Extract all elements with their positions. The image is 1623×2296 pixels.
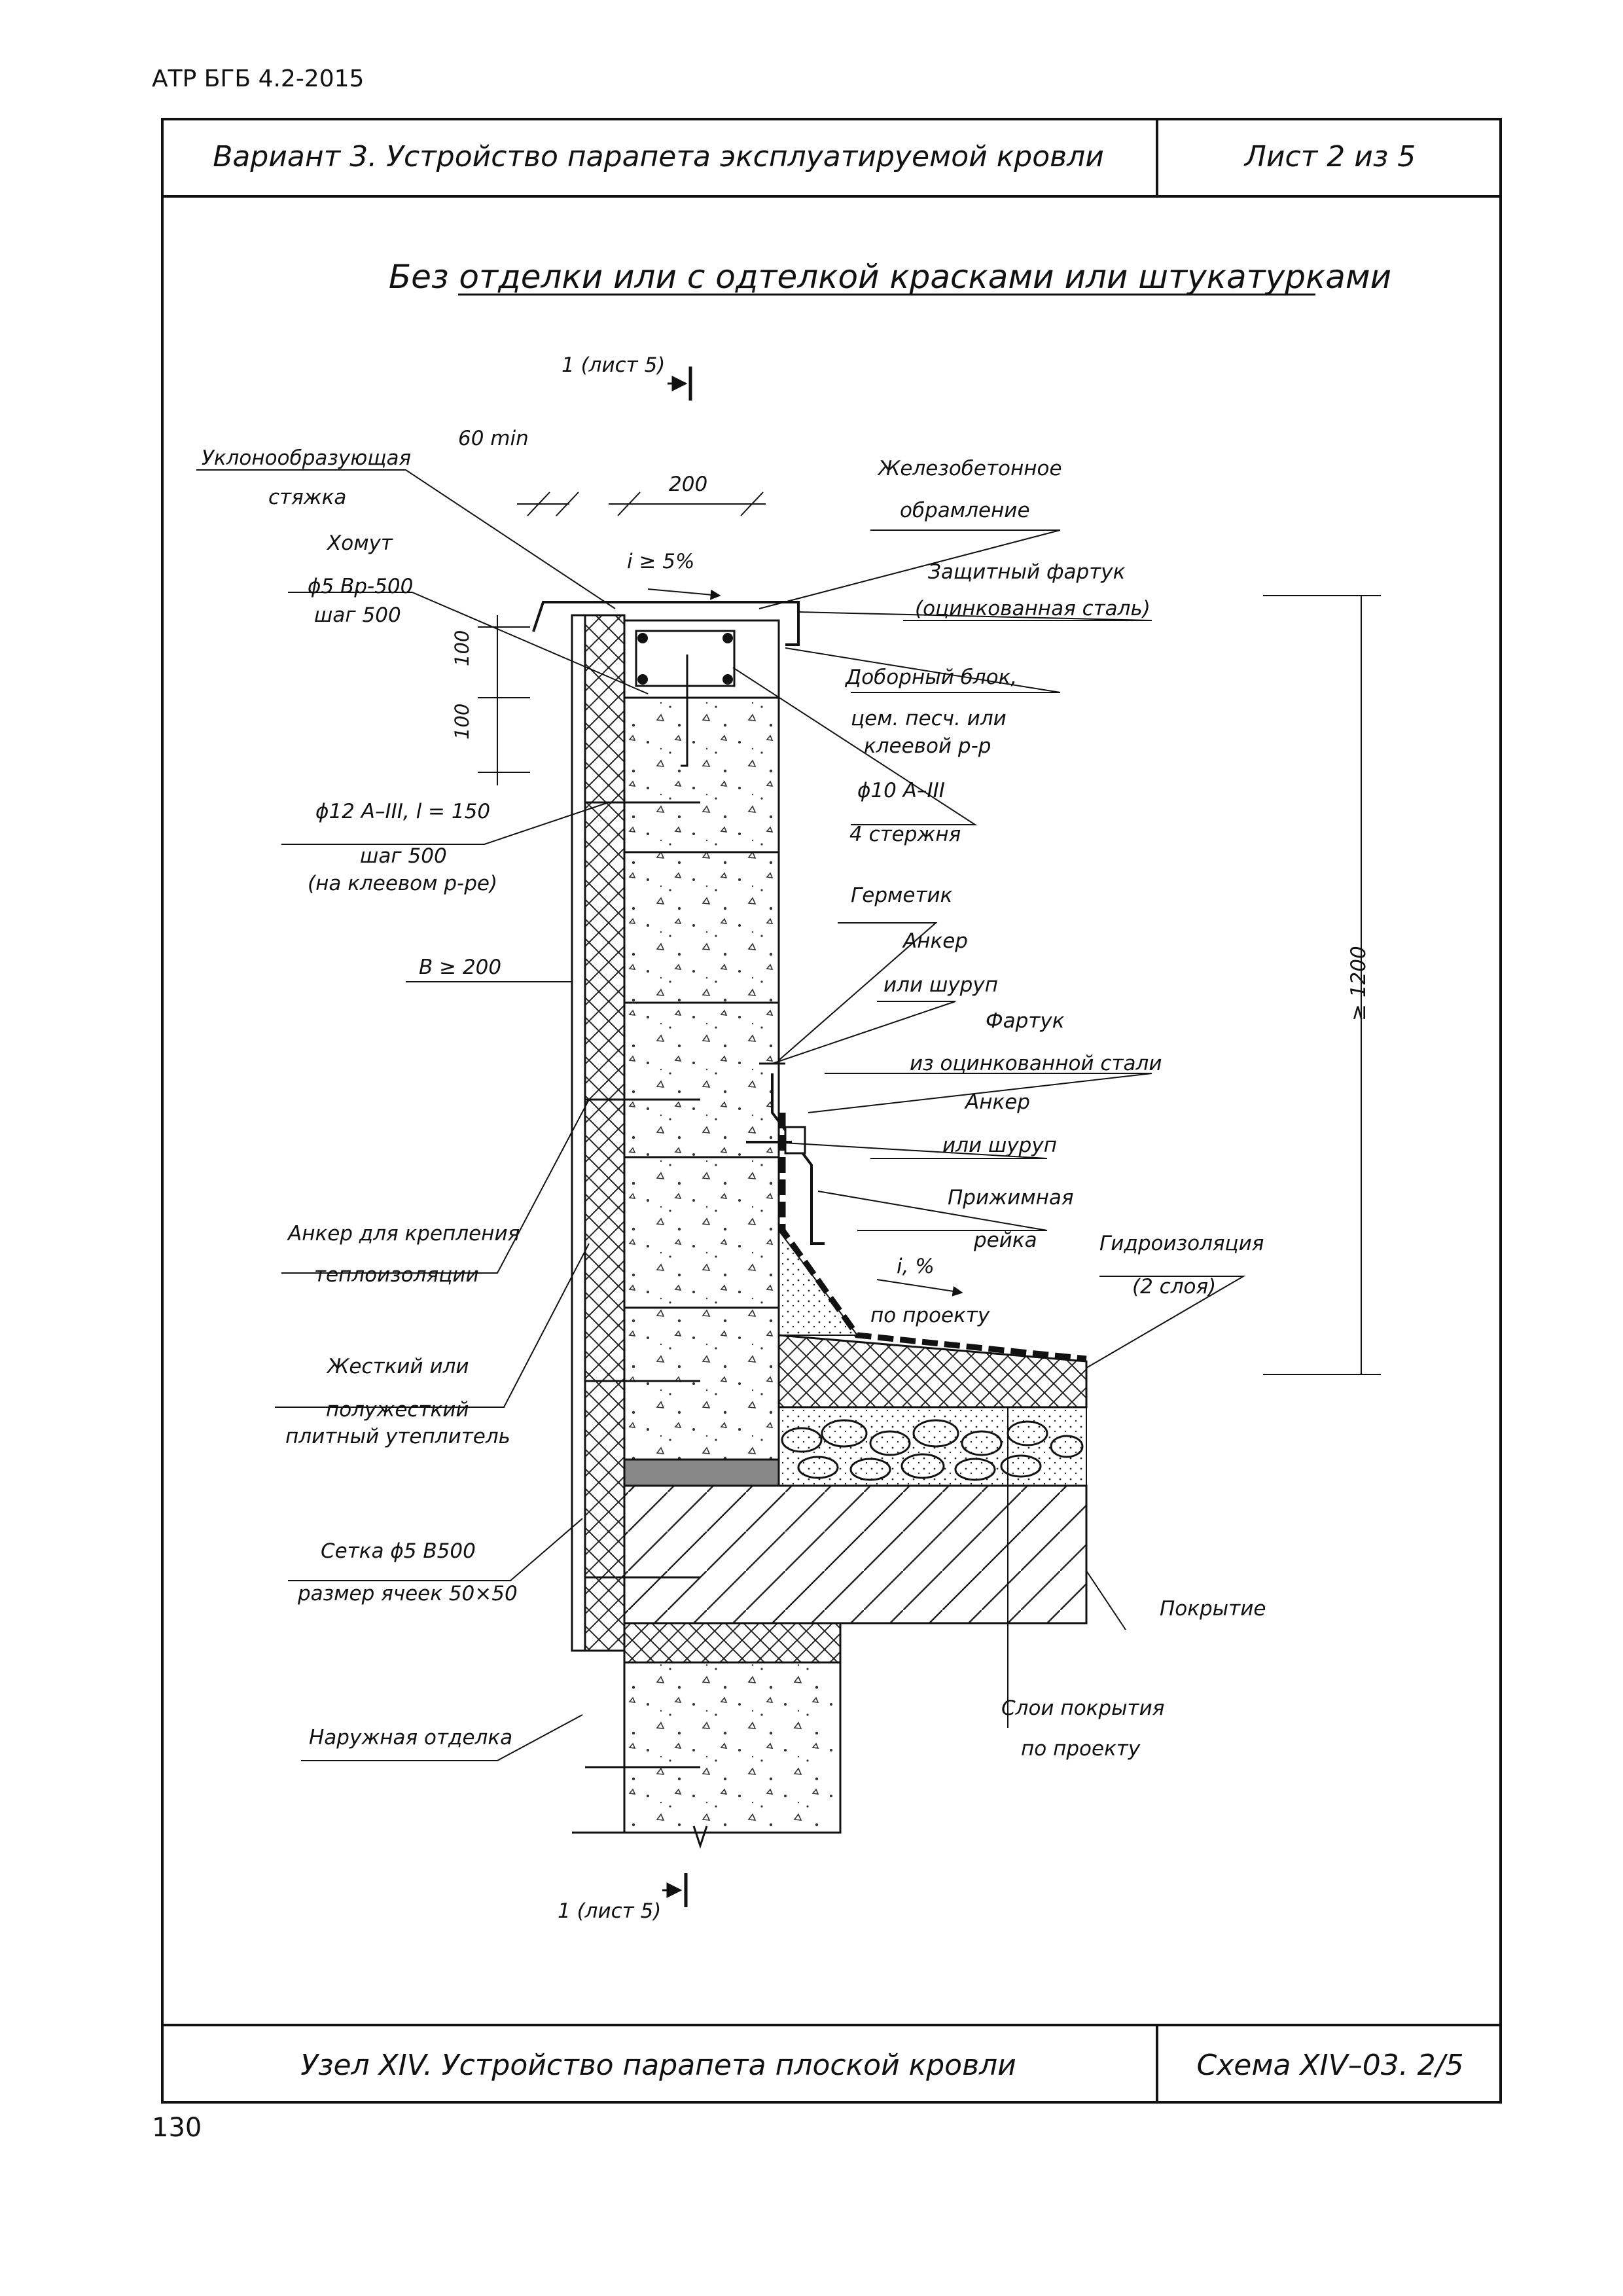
section-mark-bottom: 1 (лист 5) — [558, 1873, 688, 1923]
masonry-block — [623, 1156, 780, 1309]
sheet-title: Вариант 3. Устройство парапета эксплуати… — [213, 139, 1104, 173]
slab-edge-band — [623, 1622, 842, 1664]
title-block-top: Вариант 3. Устройство парапета эксплуати… — [161, 118, 1502, 198]
label-rc-frame-2: обрамление — [900, 499, 1030, 522]
dim-1200: ≥ 1200 — [1347, 946, 1370, 1021]
label-sealant: Герметик — [851, 884, 953, 907]
label-flashing: Фартук — [986, 1009, 1065, 1033]
masonry-block — [623, 1001, 780, 1158]
label-apron: Защитный фартук — [928, 560, 1126, 584]
label-anchor-1: Анкер — [902, 929, 968, 953]
label-pressure-bar-2: рейка — [973, 1229, 1037, 1252]
masonry-block — [623, 696, 780, 853]
flashing-profile — [771, 1073, 825, 1245]
section-mark-top-label: 1 (лист 5) — [562, 353, 665, 377]
title-block-bottom: Узел XIV. Устройство парапета плоской кр… — [161, 2024, 1502, 2104]
label-rod-3: (на клеевом р-ре) — [308, 872, 497, 895]
lower-wall-block — [623, 1661, 842, 1834]
label-pressure-bar: Прижимная — [948, 1186, 1074, 1210]
clamp-loop — [635, 630, 736, 687]
label-block-3: клеевой р-р — [864, 734, 991, 758]
label-roof-layers-2: по проекту — [1021, 1737, 1141, 1761]
label-mesh: Сетка ϕ5 B500 — [321, 1539, 476, 1563]
dim-100-top: 100 — [451, 630, 473, 666]
label-rod-2: шаг 500 — [360, 844, 447, 868]
label-anchor-1b: или шуруп — [883, 973, 998, 997]
label-insulation-3: плитный утеплитель — [285, 1425, 510, 1448]
parapet-masonry — [623, 619, 780, 1487]
pressure-bar — [784, 1126, 806, 1155]
label-block-2: цем. песч. или — [851, 707, 1007, 730]
label-insulation: Жесткий или — [326, 1355, 469, 1378]
label-insulation-anchor-2: теплоизоляции — [314, 1263, 479, 1287]
label-bars: ϕ10 A–III — [857, 779, 945, 802]
insulation-layer — [584, 614, 626, 1652]
node-title: Узел XIV. Устройство парапета плоской кр… — [300, 2048, 1016, 2082]
label-block: Доборный блок, — [844, 666, 1017, 689]
label-rc-frame: Железобетонное — [877, 457, 1062, 480]
label-screed: Уклонообразующая — [202, 446, 411, 470]
rc-cap-beam — [623, 619, 780, 699]
label-waterproofing-2: (2 слоя) — [1132, 1275, 1216, 1299]
break-mark — [692, 1825, 708, 1849]
roof-slab — [623, 1484, 1088, 1624]
dim-b-200: B ≥ 200 — [419, 956, 501, 979]
label-roof: Покрытие — [1160, 1597, 1266, 1621]
label-insulation-anchor: Анкер для крепления — [287, 1222, 520, 1246]
label-anchor-2b: или шуруп — [942, 1134, 1057, 1157]
label-bars-2: 4 стержня — [849, 823, 961, 846]
section-mark-top: 1 (лист 5) — [562, 353, 692, 401]
cap-flashing — [532, 601, 800, 646]
dim-200: 200 — [669, 473, 707, 496]
dim-100-bottom: 100 — [451, 704, 473, 740]
dim-60-min: 60 min — [458, 427, 529, 450]
label-flashing-2: из оцинкованной стали — [910, 1052, 1162, 1075]
page-number: 130 — [152, 2113, 202, 2143]
dim-slope: i ≥ 5% — [627, 550, 694, 573]
dim-slope-2: i, % — [897, 1255, 935, 1278]
section-mark-bottom-label: 1 (лист 5) — [558, 1899, 661, 1923]
label-external-finish: Наружная отделка — [309, 1726, 512, 1749]
scheme-number: Схема XIV–03. 2/5 — [1156, 2026, 1502, 2104]
masonry-block — [623, 851, 780, 1004]
label-anchor-2: Анкер — [964, 1090, 1030, 1114]
pebbles — [781, 1419, 1084, 1481]
dimension-lines — [478, 492, 1381, 1375]
waterproofing-membrane — [779, 1113, 1087, 1362]
masonry-block — [623, 1306, 780, 1461]
label-waterproofing: Гидроизоляция — [1099, 1232, 1264, 1255]
label-clamp-2: ϕ5 Вр-500 — [308, 575, 413, 598]
label-screed-2: стяжка — [268, 486, 346, 509]
label-roof-layers: Слои покрытия — [1001, 1696, 1164, 1720]
insulation-slab — [777, 1334, 1088, 1408]
label-insulation-2: полужесткий — [326, 1398, 469, 1422]
label-apron-2: (оцинкованная сталь) — [915, 597, 1150, 620]
base-strip — [623, 1458, 780, 1487]
dim-slope-2-note: по проекту — [870, 1304, 990, 1327]
leader-lines — [196, 469, 1246, 1761]
external-finish-layer — [571, 614, 586, 1652]
drawing-subtitle: Без отделки или с одтелкой красками или … — [389, 258, 1391, 296]
sheet-number: Лист 2 из 5 — [1156, 118, 1502, 195]
label-clamp-3: шаг 500 — [314, 603, 401, 627]
insulation-anchors — [585, 801, 700, 1768]
label-clamp: Хомут — [326, 531, 393, 555]
drawing-frame — [161, 118, 1502, 2104]
label-rod: ϕ12 A–III, l = 150 — [315, 800, 490, 823]
label-mesh-2: размер ячеек 50×50 — [297, 1582, 518, 1605]
document-code: АТР БГБ 4.2-2015 — [152, 65, 365, 92]
